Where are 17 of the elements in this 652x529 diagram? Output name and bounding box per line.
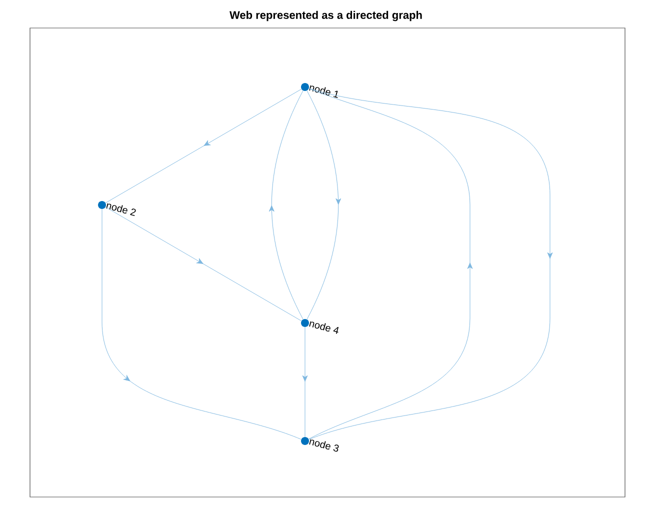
graph-node: node 1 [301, 83, 338, 98]
node-label: node 1 [309, 85, 338, 98]
arrow [268, 90, 304, 320]
node-label: node 3 [309, 439, 339, 452]
arrow [306, 90, 342, 320]
arrow [302, 326, 308, 438]
arrow [102, 208, 302, 440]
graph-node: node 4 [301, 319, 339, 334]
graph-node: node 2 [98, 201, 136, 216]
node-label: node 4 [309, 321, 339, 334]
arrow [105, 206, 302, 322]
chart-title: Web represented as a directed graph [230, 10, 422, 22]
arrow [308, 88, 473, 440]
arrow [105, 88, 302, 204]
arrow [308, 88, 553, 440]
node-label: node 2 [106, 203, 136, 216]
graph-node: node 3 [301, 437, 339, 452]
